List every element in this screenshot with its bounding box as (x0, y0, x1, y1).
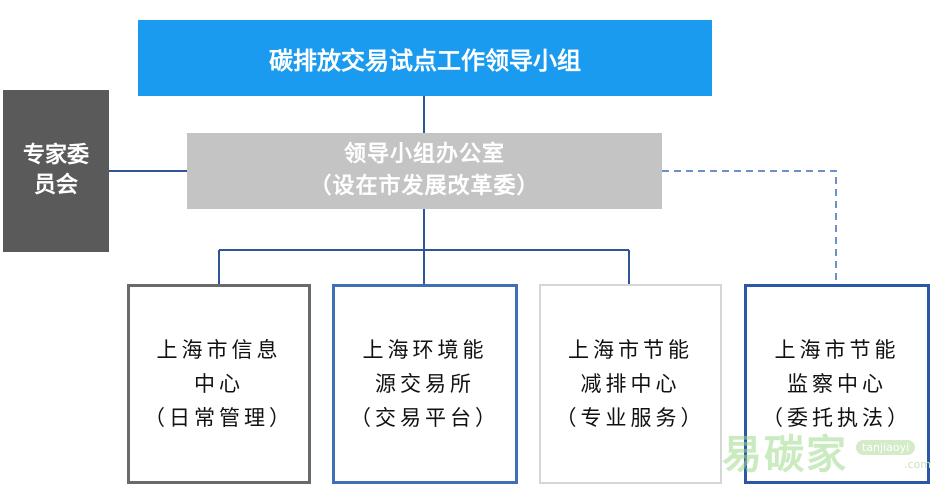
watermark-tld: .com (904, 458, 931, 471)
expert-line1: 专家委 (22, 143, 89, 168)
unit-line1: 上海环境能 (362, 338, 488, 362)
watermark-logo: 易碳家 tanjiaoyi .com (718, 418, 932, 480)
unit-line1: 上海市信息 (156, 338, 282, 362)
unit-line2: 监察中心 (787, 372, 887, 396)
unit-line1: 上海市节能 (774, 338, 900, 362)
unit-line3: （专业服务） (555, 406, 706, 430)
unit-exchange: 上海环境能 源交易所 （交易平台） (332, 284, 518, 484)
unit-energy-saving-center: 上海市节能 减排中心 （专业服务） (539, 284, 722, 484)
unit-line3: （交易平台） (350, 406, 500, 430)
leading-group-box: 碳排放交易试点工作领导小组 (138, 20, 712, 96)
unit-line1: 上海市节能 (568, 338, 693, 362)
dashed-connector (662, 170, 837, 284)
unit-info-center: 上海市信息 中心 （日常管理） (127, 284, 311, 484)
watermark-url: tanjiaoyi (856, 440, 916, 455)
unit-line2: 源交易所 (375, 372, 475, 396)
unit-line3: （日常管理） (144, 406, 294, 430)
office-box: 领导小组办公室 （设在市发展改革委） (187, 133, 662, 209)
expert-committee-box: 专家委 员会 (3, 90, 109, 252)
unit-line2: 减排中心 (580, 372, 681, 396)
leading-group-label: 碳排放交易试点工作领导小组 (269, 46, 581, 75)
expert-line2: 员会 (33, 173, 78, 198)
office-line2: （设在市发展改革委） (309, 174, 540, 199)
watermark-brand: 易碳家 (722, 432, 848, 478)
unit-line2: 中心 (194, 372, 244, 396)
unit-line3: （委托执法） (762, 406, 912, 430)
office-line1: 领导小组办公室 (343, 142, 505, 167)
